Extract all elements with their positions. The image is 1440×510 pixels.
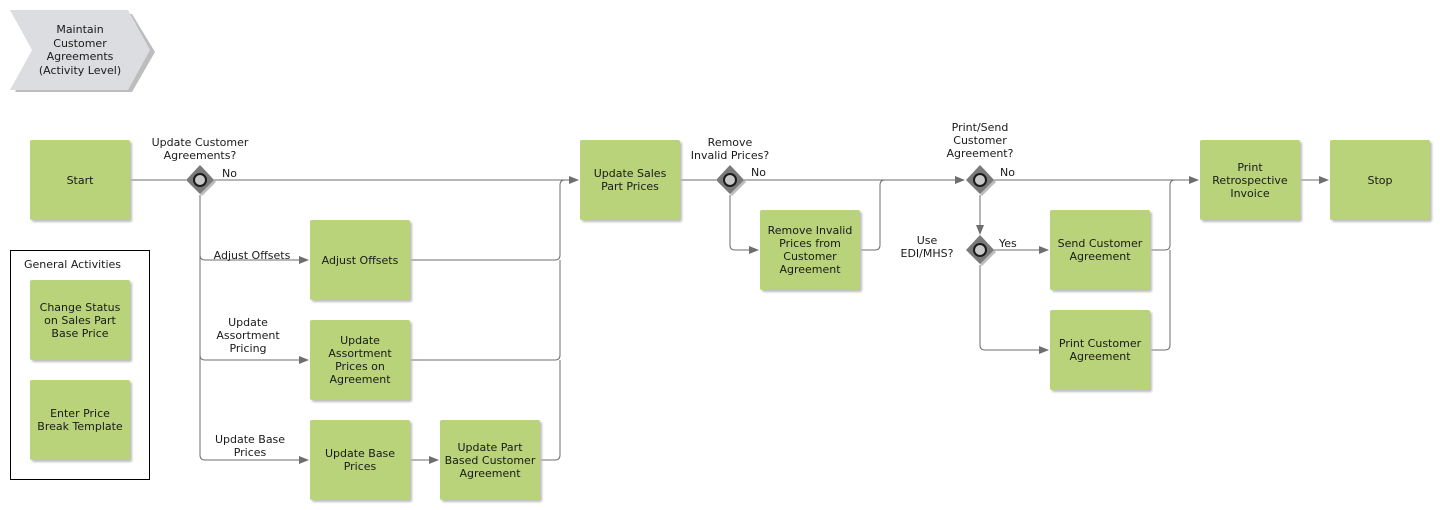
gateway-remove-invalid[interactable] [713,163,747,197]
flow-remove-return [860,179,886,251]
flow-assortment-return [410,260,561,361]
flow-gateway4-no [979,265,1049,354]
activity-remove-invalid-prices[interactable]: Remove Invalid Prices from Customer Agre… [760,210,860,290]
gateway-diamond-icon [966,165,996,196]
flow-label-yes: Yes [999,237,1017,250]
flow-label-update-assortment-pricing: Update Assortment Pricing [216,316,280,355]
flow-label-no: No [751,166,766,179]
activity-adjust-offsets[interactable]: Adjust Offsets [310,220,410,300]
flow-send-return [1150,179,1176,251]
flow-label-adjust-offsets: Adjust Offsets [213,249,291,262]
activity-enter-price-break-template[interactable]: Enter Price Break Template [30,380,130,460]
activity-start[interactable]: Start [30,140,130,220]
level-chevron [10,10,155,92]
flow-adjust-offsets [199,254,309,264]
gateway-diamond-icon [966,235,996,266]
flow-gateway2-yes [729,195,759,254]
flow-adjust-return [410,179,566,261]
general-activities-title: General Activities [24,258,122,271]
gateway-use-edi[interactable] [963,233,997,267]
general-activities-frame [10,250,150,480]
gateway-update-agreements[interactable] [183,163,217,197]
flow-label-no: No [222,167,237,180]
activity-print-customer-agreement[interactable]: Print Customer Agreement [1050,310,1150,390]
activity-send-customer-agreement[interactable]: Send Customer Agreement [1050,210,1150,290]
flow-part-return [540,360,561,461]
flow-label-no: No [1000,166,1015,179]
activity-update-sales-part-prices[interactable]: Update Sales Part Prices [580,140,680,220]
flow-branch-trunk [199,195,309,464]
activity-update-part-based-agreement[interactable]: Update Part Based Customer Agreement [440,420,540,500]
activity-change-status-base-price[interactable]: Change Status on Sales Part Base Price [30,280,130,360]
activity-print-retrospective-invoice[interactable]: Print Retrospective Invoice [1200,140,1300,220]
gateway-label-remove-invalid: Remove Invalid Prices? [690,136,770,162]
gateway-label-use-edi: Use EDI/MHS? [900,234,954,260]
activity-update-base-prices[interactable]: Update Base Prices [310,420,410,500]
activity-stop[interactable]: Stop [1330,140,1430,220]
flow-print-return [1150,250,1171,351]
activity-update-assortment-prices[interactable]: Update Assortment Prices on Agreement [310,320,410,400]
flow-label-update-base-prices: Update Base Prices [214,433,286,459]
gateway-print-send[interactable] [963,163,997,197]
flow-update-assortment [199,354,309,364]
gateway-label-print-send: Print/Send Customer Agreement? [946,121,1014,160]
gateway-label-update-agreements: Update Customer Agreements? [151,136,249,162]
level-label: Maintain Customer Agreements (Activity L… [38,23,122,77]
gateway-diamond-icon [716,165,746,196]
gateway-diamond-icon [186,165,216,196]
